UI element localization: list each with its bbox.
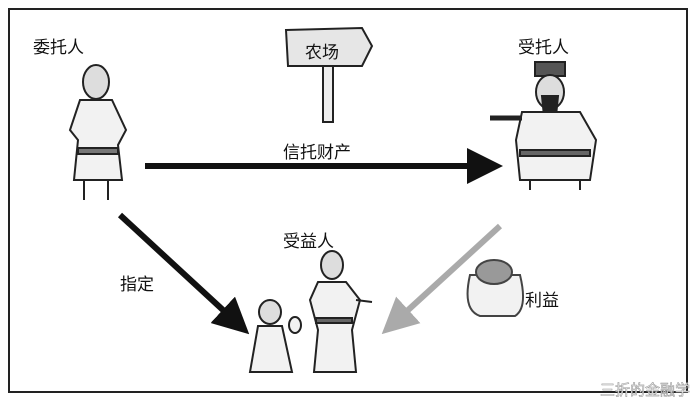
watermark: 三折的金融学 [599,381,691,400]
trust-property-label: 信托财产 [283,143,351,163]
trustee-figure-icon [490,61,598,190]
beneficiary-woman-icon [308,250,373,373]
money-bag-icon [466,259,525,317]
diagram-border [8,8,688,393]
beneficiary-label: 受益人 [283,232,334,252]
trustor-figure-icon [68,64,128,200]
trustor-label: 委托人 [33,38,84,58]
beneficiary-child-icon [248,299,302,373]
farm-sign-label: 农场 [305,43,339,63]
designate-arrow [117,212,250,335]
benefit-label: 利益 [525,291,559,311]
designate-label: 指定 [120,275,154,295]
farm-sign-icon [284,26,374,123]
benefit-arrow [381,223,503,335]
trustee-label: 受托人 [518,38,569,58]
